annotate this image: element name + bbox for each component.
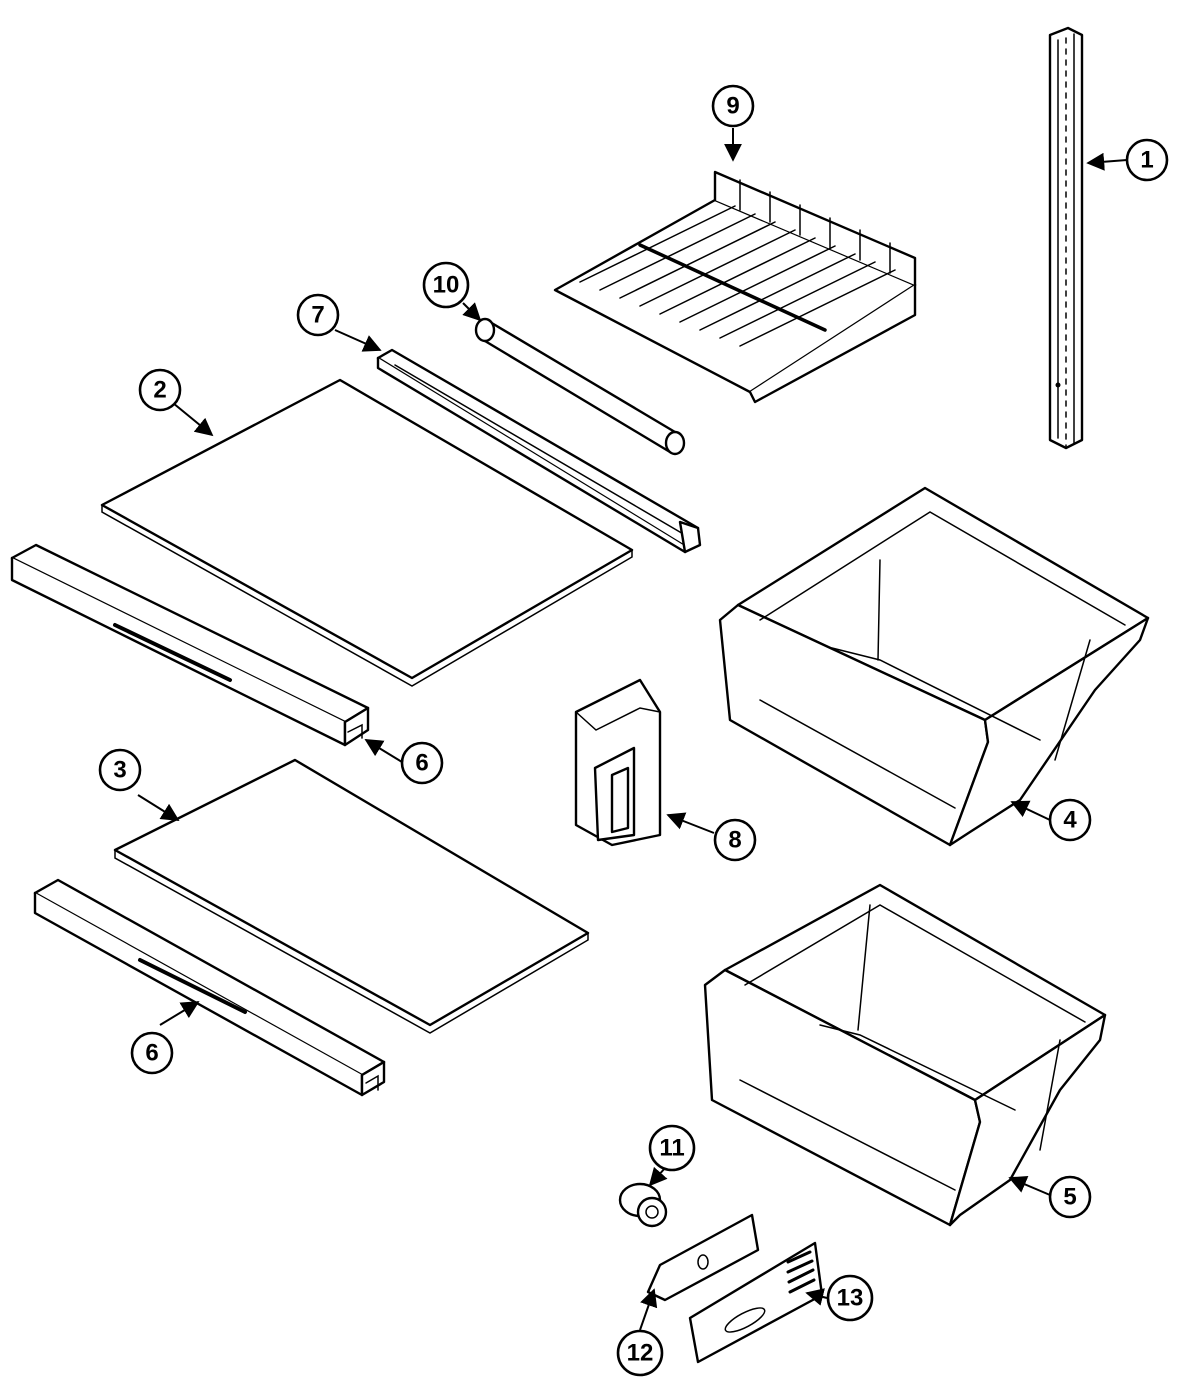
callout-label: 9 xyxy=(726,93,739,120)
callout-3: 3 xyxy=(98,748,142,792)
part-roller xyxy=(474,317,686,456)
callout-6-lower: 6 xyxy=(130,1031,174,1075)
callout-label: 2 xyxy=(153,377,166,404)
callout-7: 7 xyxy=(296,293,340,337)
callout-label: 11 xyxy=(659,1135,684,1162)
part-crisper-lower xyxy=(703,883,1107,1227)
callout-label: 6 xyxy=(145,1040,158,1067)
callout-2: 2 xyxy=(138,368,182,412)
part-wire-shelf xyxy=(553,170,917,404)
part-slide-plate xyxy=(646,1213,760,1302)
part-knob xyxy=(618,1182,668,1228)
callout-label: 12 xyxy=(627,1340,654,1367)
part-glass-shelf-upper xyxy=(100,378,634,687)
callout-label: 5 xyxy=(1063,1184,1076,1211)
callout-12: 12 xyxy=(616,1329,664,1377)
part-glass-shelf-lower xyxy=(113,758,590,1034)
callout-label: 8 xyxy=(728,827,741,854)
callout-11: 11 xyxy=(648,1124,696,1172)
callout-6-upper: 6 xyxy=(400,741,444,785)
part-shelf-trim xyxy=(376,348,702,554)
callout-4: 4 xyxy=(1048,798,1092,842)
part-crisper-upper xyxy=(718,486,1150,847)
callout-1: 1 xyxy=(1125,138,1169,182)
callout-8: 8 xyxy=(713,818,757,862)
callout-label: 4 xyxy=(1063,807,1077,834)
callout-10: 10 xyxy=(422,261,470,309)
callout-9: 9 xyxy=(711,84,755,128)
callout-label: 10 xyxy=(433,272,460,299)
callout-5: 5 xyxy=(1048,1175,1092,1219)
callout-label: 13 xyxy=(837,1285,864,1312)
leader-lines xyxy=(137,128,1128,1331)
callout-label: 3 xyxy=(113,757,126,784)
callout-label: 7 xyxy=(311,302,324,329)
part-rail xyxy=(1048,26,1084,450)
callout-label: 1 xyxy=(1140,147,1153,174)
part-front-trim-upper xyxy=(10,543,370,747)
callout-13: 13 xyxy=(826,1274,874,1322)
part-cover xyxy=(574,678,662,847)
callout-label: 6 xyxy=(415,750,428,777)
